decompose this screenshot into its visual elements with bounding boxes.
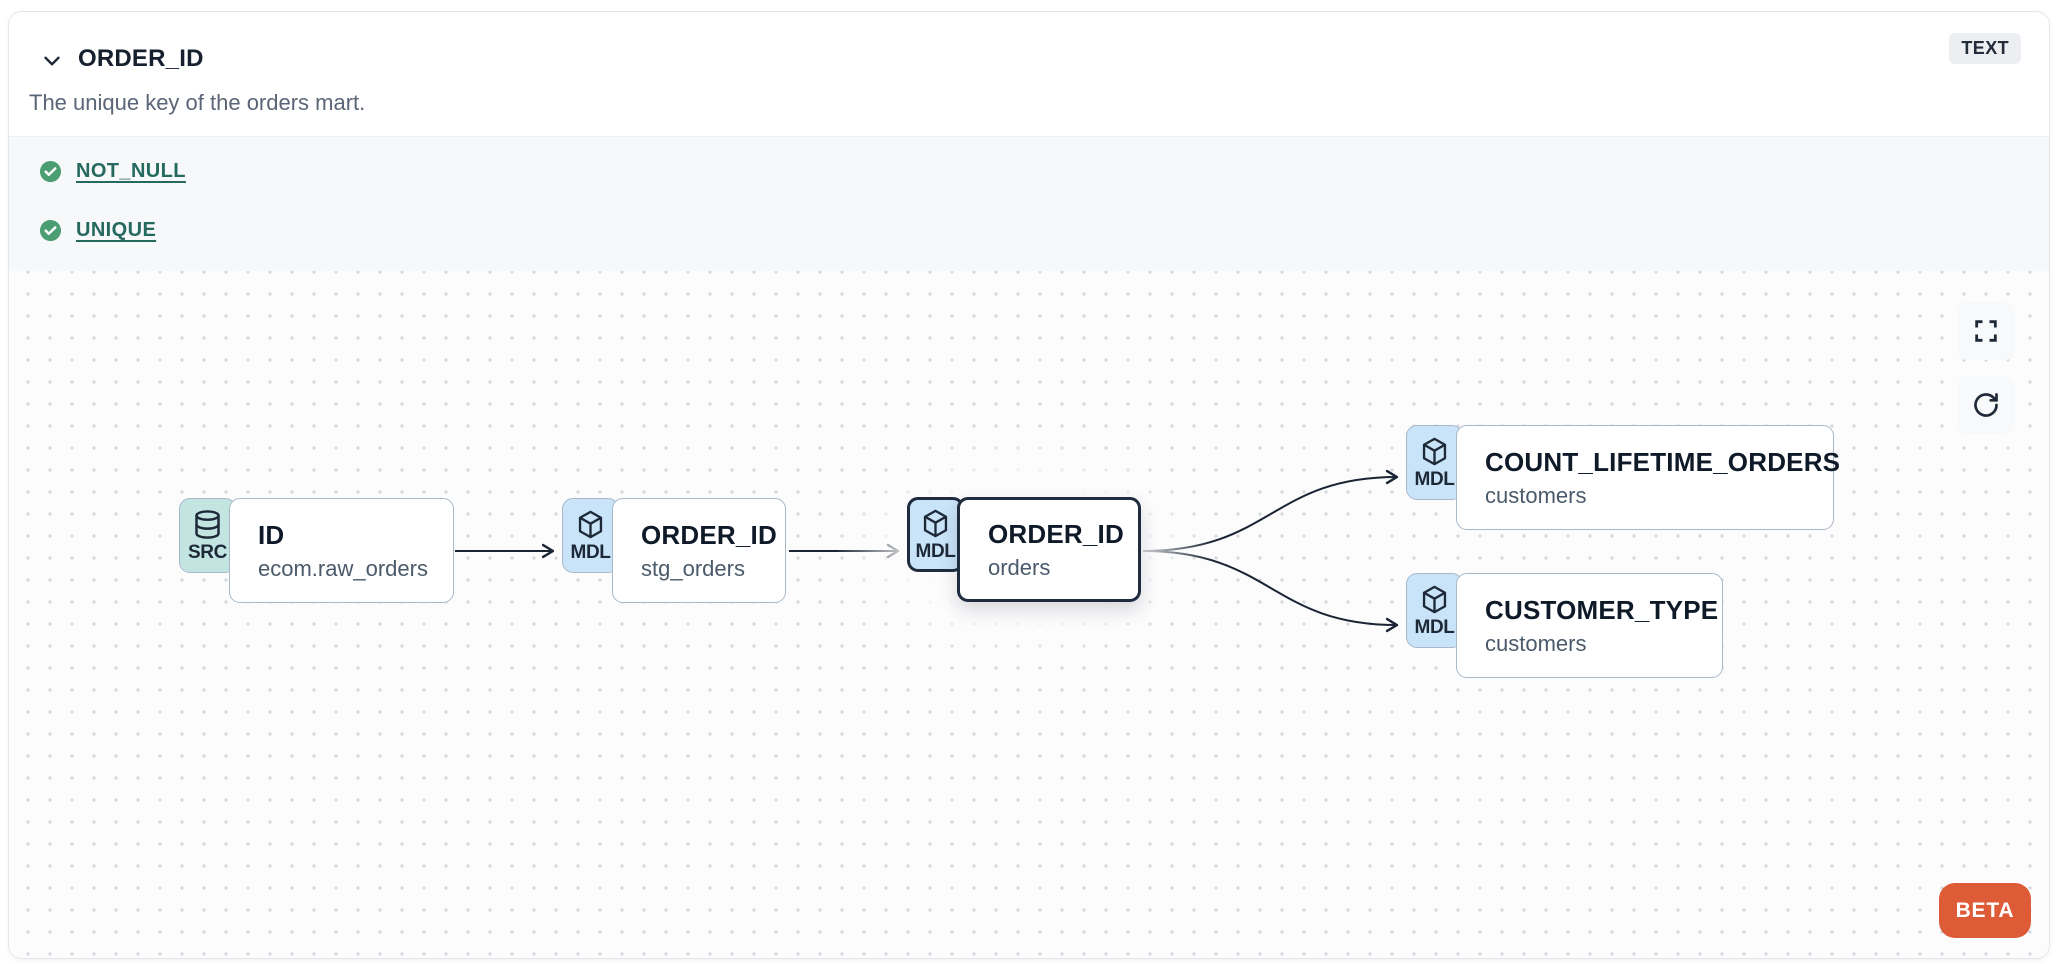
test-row: UNIQUE — [39, 215, 2049, 245]
node-card: ID ecom.raw_orders — [229, 498, 454, 603]
check-circle-icon — [39, 219, 62, 242]
lineage-node-count-lifetime-orders-customers[interactable]: MDL COUNT_LIFETIME_ORDERS customers — [1406, 425, 1841, 530]
model-badge: MDL — [907, 497, 964, 572]
lineage-node-order-id-stg-orders[interactable]: MDL ORDER_ID stg_orders — [562, 498, 786, 603]
node-subtitle: stg_orders — [641, 555, 745, 581]
badge-label: MDL — [915, 540, 956, 562]
cube-icon — [574, 508, 607, 541]
node-card: ORDER_ID orders — [957, 497, 1141, 602]
refresh-button[interactable] — [1957, 376, 2015, 434]
node-title: COUNT_LIFETIME_ORDERS — [1485, 446, 1841, 477]
badge-label: MDL — [570, 541, 611, 563]
node-title: ORDER_ID — [988, 518, 1124, 549]
lineage-node-order-id-orders-selected[interactable]: MDL ORDER_ID orders — [837, 437, 1211, 662]
tests-section: NOT_NULL UNIQUE — [9, 136, 2049, 271]
node-title: CUSTOMER_TYPE — [1485, 594, 1719, 625]
refresh-icon — [1972, 391, 2000, 419]
lineage-node-id-ecom-raw-orders[interactable]: SRC ID ecom.raw_orders — [179, 498, 454, 603]
test-link-not-null[interactable]: NOT_NULL — [76, 159, 186, 182]
badge-label: MDL — [1414, 468, 1455, 490]
node-title: ID — [258, 519, 285, 550]
column-type-badge: TEXT — [1949, 33, 2021, 64]
badge-label: SRC — [188, 541, 227, 563]
chevron-down-icon[interactable] — [39, 47, 67, 75]
header: ORDER_ID TEXT The unique key of the orde… — [9, 12, 2049, 136]
fullscreen-icon — [1972, 317, 2000, 345]
cube-icon — [1418, 583, 1451, 616]
model-badge: MDL — [1406, 425, 1463, 500]
column-description: The unique key of the orders mart. — [29, 90, 366, 115]
node-subtitle: customers — [1485, 630, 1587, 656]
source-badge: SRC — [179, 498, 236, 573]
test-row: NOT_NULL — [39, 156, 2049, 186]
model-badge: MDL — [1406, 573, 1463, 648]
check-circle-icon — [39, 160, 62, 183]
node-card: CUSTOMER_TYPE customers — [1456, 573, 1723, 678]
node-subtitle: customers — [1485, 482, 1587, 508]
database-icon — [191, 508, 224, 541]
lineage-node-customer-type-customers[interactable]: MDL CUSTOMER_TYPE customers — [1406, 573, 1723, 678]
node-subtitle: orders — [988, 554, 1051, 580]
test-link-unique[interactable]: UNIQUE — [76, 218, 157, 241]
model-badge: MDL — [562, 498, 619, 573]
node-card: ORDER_ID stg_orders — [612, 498, 786, 603]
node-title: ORDER_ID — [641, 519, 777, 550]
node-subtitle: ecom.raw_orders — [258, 555, 428, 581]
beta-badge: BETA — [1939, 883, 2031, 938]
column-details-panel: ORDER_ID TEXT The unique key of the orde… — [8, 11, 2050, 959]
badge-label: MDL — [1414, 616, 1455, 638]
page-title: ORDER_ID — [78, 45, 204, 72]
cube-icon — [1418, 435, 1451, 468]
cube-icon — [919, 507, 952, 540]
lineage-canvas[interactable]: SRC ID ecom.raw_orders MDL ORDER_ID stg_… — [9, 271, 2049, 958]
fullscreen-button[interactable] — [1957, 302, 2015, 360]
node-card: COUNT_LIFETIME_ORDERS customers — [1456, 425, 1841, 530]
